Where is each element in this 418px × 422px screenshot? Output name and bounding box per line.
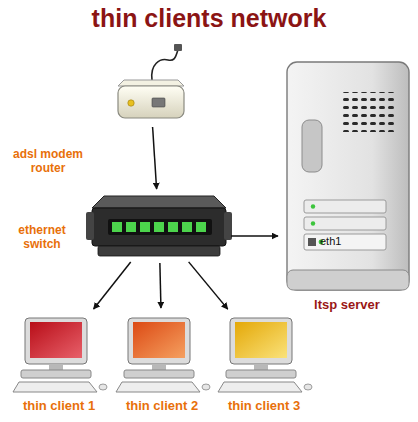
server-icon xyxy=(287,62,409,290)
network-link-arrow xyxy=(231,235,278,237)
device-label: thin client 3 xyxy=(214,399,314,414)
network-link-arrow xyxy=(94,262,131,309)
network-link-arrow xyxy=(153,127,157,189)
diagram-title: thin clients network xyxy=(0,4,418,33)
client-computer-icon xyxy=(218,318,312,392)
switch-icon xyxy=(86,196,232,256)
device-label: thin client 1 xyxy=(9,399,109,414)
network-link-arrow xyxy=(189,262,228,309)
device-node: ethernet switch xyxy=(92,194,226,258)
client-computer-icon xyxy=(13,318,107,392)
device-label: ethernet switch xyxy=(10,224,74,252)
device-node: thin client 1 xyxy=(13,313,105,393)
device-label: thin client 2 xyxy=(112,399,212,414)
device-node: adsl modem router xyxy=(115,52,185,122)
modem-icon xyxy=(118,44,184,118)
device-label: eth1 xyxy=(320,235,360,248)
device-label: ltsp server xyxy=(283,298,411,313)
device-node: thin client 3 xyxy=(218,313,310,393)
network-link-arrow xyxy=(160,263,161,308)
device-node: thin client 2 xyxy=(116,313,208,393)
device-label: adsl modem router xyxy=(9,148,87,176)
device-node: eth1ltsp server xyxy=(283,58,411,294)
client-computer-icon xyxy=(116,318,210,392)
